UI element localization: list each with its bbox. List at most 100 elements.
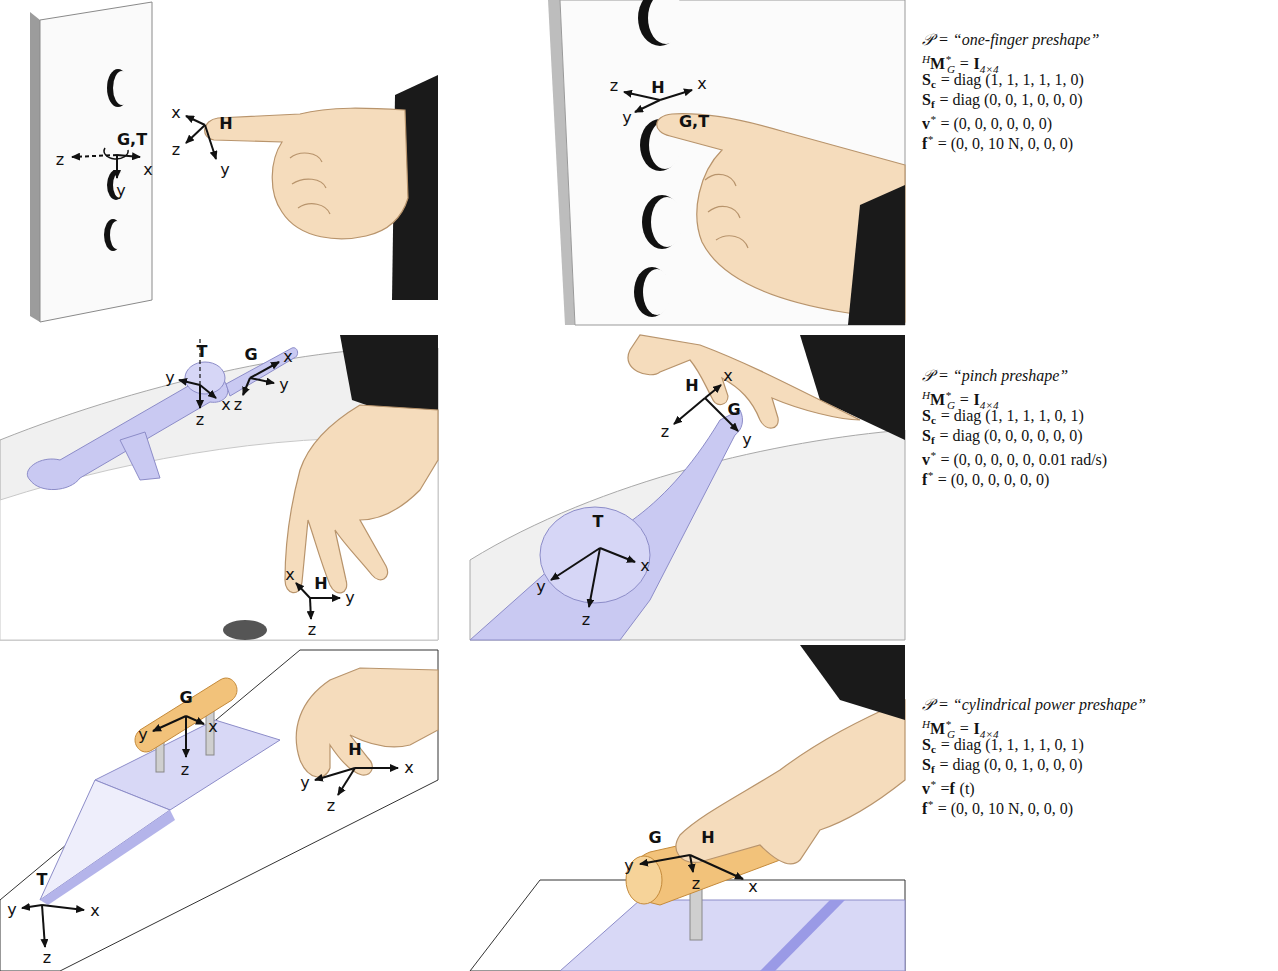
formula-text: (t)	[960, 780, 975, 797]
formula-line: Sc= diag (1, 1, 1, 1, 1, 0)	[922, 70, 1084, 94]
frame-name: G	[648, 830, 661, 846]
formula-text: = diag (0, 0, 1, 0, 0, 0)	[939, 91, 1082, 108]
axis-label: x	[697, 76, 706, 92]
formula-text: *	[930, 778, 936, 790]
frame-name: H	[701, 830, 714, 846]
formula-text: 𝒫 = “cylindrical power preshape”	[922, 696, 1146, 713]
panel-5	[0, 650, 438, 971]
panel-6	[470, 645, 905, 971]
formula-text: = diag (0, 0, 1, 0, 0, 0)	[939, 756, 1082, 773]
axis-label: z	[234, 397, 242, 413]
formula-text: 𝒫 = “one-finger preshape”	[922, 31, 1099, 48]
formula-text: f	[949, 780, 954, 797]
axis-label: y	[279, 377, 288, 393]
formula-text: = (0, 0, 10 N, 0, 0, 0)	[938, 135, 1073, 152]
formula-text: f	[922, 471, 927, 488]
axis-label: y	[345, 590, 354, 606]
formula-text: I	[974, 720, 980, 737]
formula-text: = (0, 0, 0, 0, 0, 0)	[938, 471, 1050, 488]
formula-text: H	[922, 718, 930, 730]
formula-text: S	[922, 71, 931, 88]
axis-label: y	[536, 579, 545, 595]
axis-label: x	[171, 105, 180, 121]
formula-text: = (0, 0, 0, 0, 0, 0.01 rad/s)	[940, 451, 1107, 468]
formula-text: M	[930, 720, 945, 737]
axis-label: y	[116, 183, 125, 199]
axis-label: x	[283, 349, 292, 365]
axis-label: z	[610, 78, 618, 94]
formula-text: I	[974, 55, 980, 72]
axis-label: x	[90, 903, 99, 919]
frame-name: G	[244, 347, 257, 363]
formula-line: f* = (0, 0, 10 N, 0, 0, 0)	[922, 130, 1073, 153]
formula-text: = diag (1, 1, 1, 1, 1, 0)	[941, 71, 1084, 88]
formula-text: v	[922, 451, 930, 468]
frame-name: T	[197, 344, 208, 360]
axis-label: x	[748, 879, 757, 895]
formula-text: = (0, 0, 0, 0, 0, 0)	[940, 115, 1052, 132]
axis-label: y	[300, 775, 309, 791]
formula-line: f* = (0, 0, 0, 0, 0, 0)	[922, 466, 1049, 489]
frame-name: H	[651, 80, 664, 96]
formula-text: c	[931, 743, 936, 755]
formula-text: M	[930, 391, 945, 408]
formula-text: 𝒫 = “pinch preshape”	[922, 367, 1068, 384]
formula-text: c	[931, 414, 936, 426]
axis-label: y	[622, 110, 631, 126]
formula-line: v* =f (t)	[922, 775, 975, 798]
formula-text: S	[922, 407, 931, 424]
axis-label: z	[327, 798, 335, 814]
formula-text: f	[931, 434, 935, 446]
formula-text: f	[922, 800, 927, 817]
axis-label: y	[624, 858, 633, 874]
frame-name: G	[179, 690, 192, 706]
axis-label: y	[742, 432, 751, 448]
axis-label: z	[308, 622, 316, 638]
formula-text: = diag (1, 1, 1, 1, 0, 1)	[941, 736, 1084, 753]
frame-name: H	[219, 116, 232, 132]
axis-label: z	[172, 142, 180, 158]
formula-text: =	[960, 55, 969, 72]
panel-3	[0, 335, 438, 640]
axis-label: x	[285, 567, 294, 583]
formula-text: S	[922, 427, 931, 444]
formula-text: =	[940, 780, 949, 797]
formula-text: H	[922, 53, 930, 65]
formula-text: =	[960, 720, 969, 737]
formula-text: M	[930, 55, 945, 72]
axis-label: z	[181, 762, 189, 778]
axis-label: x	[640, 558, 649, 574]
formula-text: *	[930, 449, 936, 461]
axis-label: y	[138, 727, 147, 743]
axis-label: z	[43, 950, 51, 966]
axis-label: z	[661, 424, 669, 440]
formula-text: v	[922, 780, 930, 797]
frame-name: T	[37, 872, 48, 888]
formula-line: v*= (0, 0, 0, 0, 0, 0)	[922, 110, 1052, 133]
formula-text: =	[960, 391, 969, 408]
formula-line: Sf= diag (0, 0, 1, 0, 0, 0)	[922, 90, 1083, 114]
axis-label: z	[196, 412, 204, 428]
frame-name: G,T	[117, 132, 147, 148]
formula-line: 𝒫 = “cylindrical power preshape”	[922, 695, 1146, 714]
formula-text: *	[927, 133, 933, 145]
formula-line: Sc= diag (1, 1, 1, 1, 0, 1)	[922, 735, 1084, 759]
axis-label: x	[723, 368, 732, 384]
formula-line: Sc= diag (1, 1, 1, 1, 0, 1)	[922, 406, 1084, 430]
axis-label: y	[220, 162, 229, 178]
formula-text: *	[927, 469, 933, 481]
formula-text: I	[974, 391, 980, 408]
axis-label: z	[692, 876, 700, 892]
frame-name: H	[314, 576, 327, 592]
formula-text: S	[922, 91, 931, 108]
frame-name: G	[727, 402, 740, 418]
formula-text: f	[931, 763, 935, 775]
frame-name: G,T	[679, 114, 709, 130]
formula-text: S	[922, 756, 931, 773]
formula-text: = (0, 0, 10 N, 0, 0, 0)	[938, 800, 1073, 817]
panel-2	[548, 0, 905, 325]
formula-text: f	[922, 135, 927, 152]
axis-label: z	[582, 612, 590, 628]
axis-label: x	[208, 719, 217, 735]
